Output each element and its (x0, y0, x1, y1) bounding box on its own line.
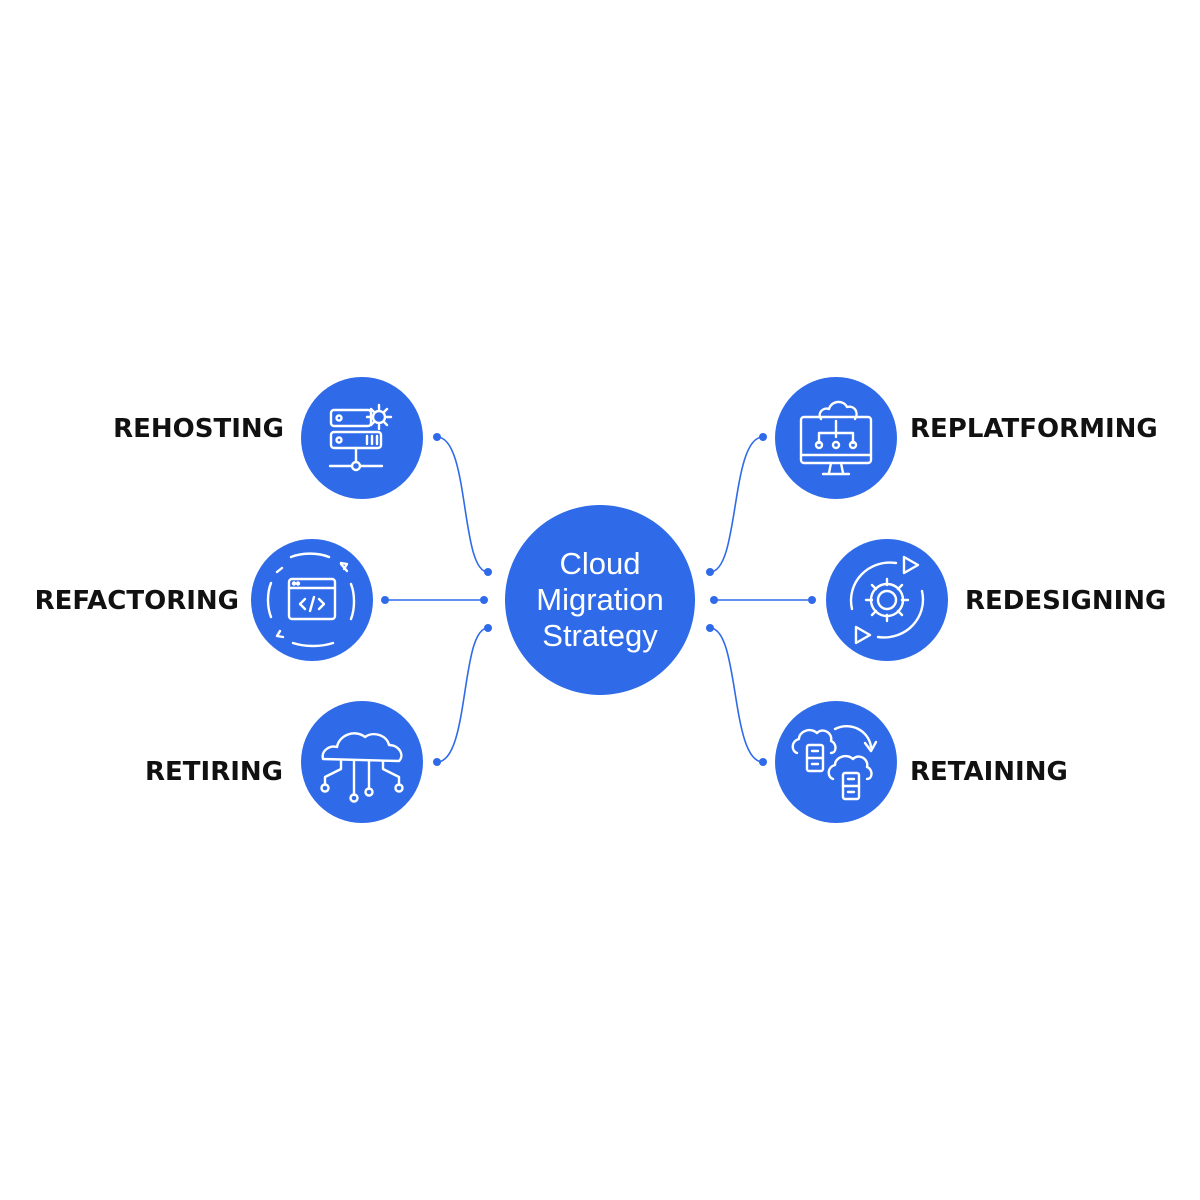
label-refactoring: REFACTORING (34, 586, 239, 616)
node-replatforming (775, 377, 897, 499)
connector-retaining (709, 627, 764, 763)
label-retaining: RETAINING (910, 757, 1068, 787)
label-replatforming: REPLATFORMING (910, 414, 1158, 444)
center-title-line-3: Strategy (542, 618, 658, 653)
cloud-network-icon (320, 732, 404, 803)
node-redesigning (826, 539, 948, 661)
center-title-line-1: Cloud (559, 546, 641, 581)
label-retiring: RETIRING (145, 757, 283, 787)
connector-replatforming (709, 436, 764, 573)
connector-dot (381, 596, 389, 604)
gear-cycle-icon (849, 555, 925, 645)
label-rehosting: REHOSTING (113, 414, 284, 444)
node-retiring (301, 701, 423, 823)
connector-dot (480, 596, 488, 604)
connector-dot (759, 433, 767, 441)
code-refresh-icon (266, 552, 356, 648)
connector-dot (710, 596, 718, 604)
connector-retiring (436, 627, 489, 763)
connector-rehosting (436, 436, 489, 573)
connector-dot (759, 758, 767, 766)
node-refactoring (251, 539, 373, 661)
connector-dot (706, 568, 714, 576)
connector-dot (484, 568, 492, 576)
connector-dot (484, 624, 492, 632)
center-hub: Cloud Migration Strategy (505, 505, 695, 695)
label-redesigning: REDESIGNING (965, 586, 1167, 616)
server-gear-icon (328, 403, 393, 472)
node-rehosting (301, 377, 423, 499)
monitor-cloud-icon (799, 400, 873, 476)
connector-dot (433, 433, 441, 441)
connector-dot (433, 758, 441, 766)
connector-dot (706, 624, 714, 632)
node-retaining (775, 701, 897, 823)
cloud-storage-transfer-icon (791, 724, 878, 801)
connector-dot (808, 596, 816, 604)
center-title-line-2: Migration (536, 582, 664, 617)
